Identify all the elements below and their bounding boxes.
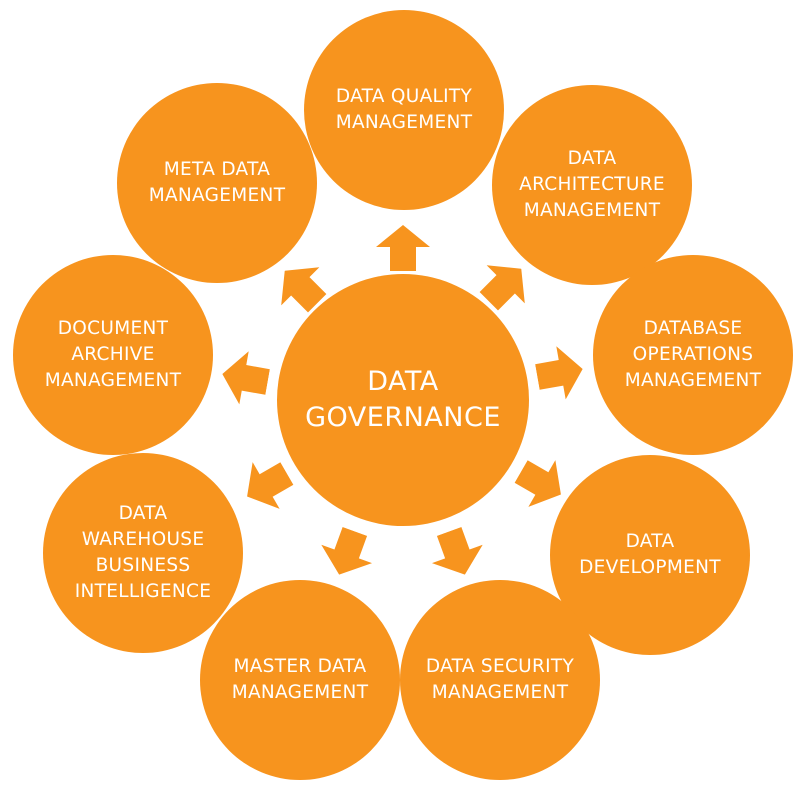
arrow-icon	[431, 526, 483, 575]
arrow-icon	[535, 346, 583, 400]
arrow-icon	[247, 462, 294, 509]
center-node-data-governance: DATA GOVERNANCE	[277, 274, 529, 526]
arrow-icon	[321, 526, 373, 575]
node-data-quality-management: DATA QUALITY MANAGEMENT	[304, 10, 504, 210]
node-data-architecture-management: DATA ARCHITECTURE MANAGEMENT	[492, 85, 692, 285]
node-document-archive-management: DOCUMENT ARCHIVE MANAGEMENT	[13, 255, 213, 455]
node-data-warehouse-business-intelligence: DATA WAREHOUSE BUSINESS INTELLIGENCE	[43, 453, 243, 653]
arrow-icon	[479, 265, 525, 311]
arrow-icon	[514, 460, 561, 507]
node-database-operations-management: DATABASE OPERATIONS MANAGEMENT	[593, 255, 793, 455]
node-meta-data-management: META DATA MANAGEMENT	[117, 83, 317, 283]
arrow-icon	[222, 351, 270, 405]
arrow-icon	[281, 267, 327, 313]
arrow-icon	[376, 225, 430, 271]
node-data-development: DATA DEVELOPMENT	[550, 455, 750, 655]
node-data-security-management: DATA SECURITY MANAGEMENT	[400, 580, 600, 780]
node-master-data-management: MASTER DATA MANAGEMENT	[200, 580, 400, 780]
